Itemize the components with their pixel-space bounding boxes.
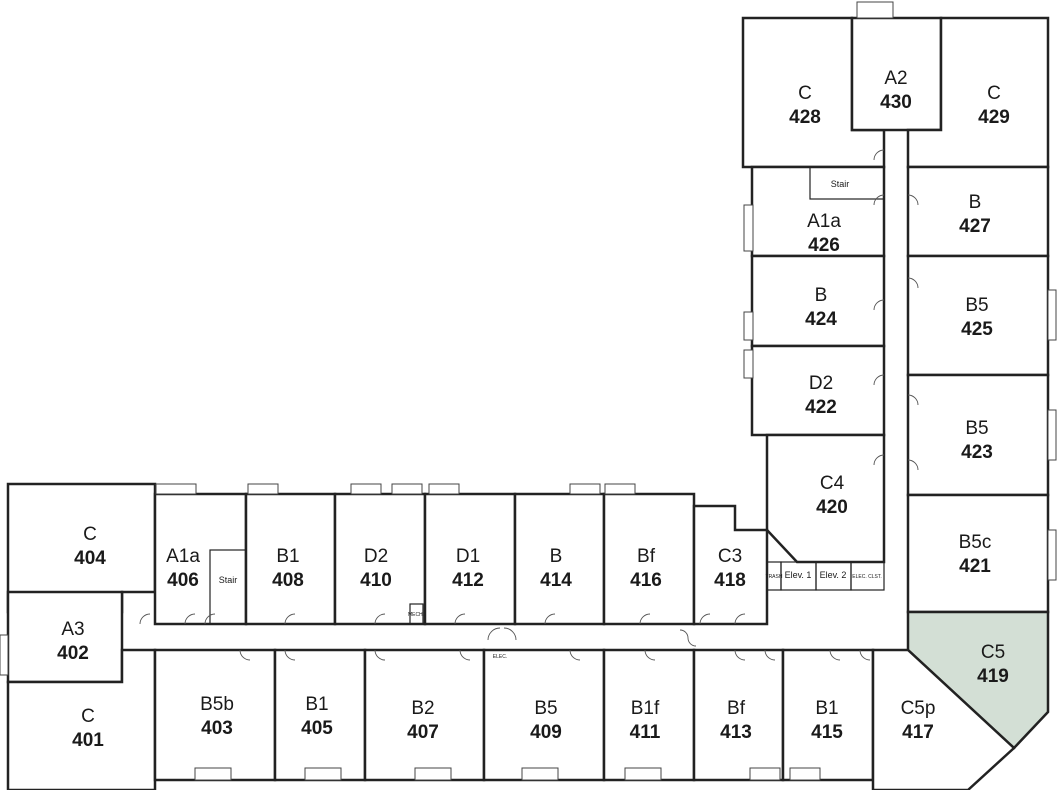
doors bbox=[139, 149, 919, 661]
unit-type-417: C5p bbox=[901, 698, 936, 719]
unit-type-429: C bbox=[987, 83, 1001, 104]
unit-type-420: C4 bbox=[820, 473, 845, 494]
unit-labels: C404A3402C401A1a406B1408D2410D1412B414Bf… bbox=[57, 68, 1010, 751]
unit-type-410: D2 bbox=[364, 546, 388, 567]
corridor-horizontal bbox=[132, 624, 910, 650]
unit-number-403: 403 bbox=[201, 718, 233, 739]
unit-number-412: 412 bbox=[452, 570, 484, 591]
unit-type-424: B bbox=[815, 285, 828, 306]
unit-type-430: A2 bbox=[884, 68, 907, 89]
unit-number-411: 411 bbox=[630, 722, 661, 743]
elev2-label: Elev. 2 bbox=[820, 570, 847, 580]
unit-number-430: 430 bbox=[880, 92, 912, 113]
unit-type-418: C3 bbox=[718, 546, 742, 567]
unit-type-403: B5b bbox=[200, 694, 234, 715]
unit-number-420: 420 bbox=[816, 497, 848, 518]
unit-number-407: 407 bbox=[407, 722, 439, 743]
unit-type-416: Bf bbox=[637, 546, 656, 567]
stair-left bbox=[209, 549, 247, 625]
unit-410[interactable] bbox=[333, 492, 427, 626]
unit-417[interactable] bbox=[871, 648, 1016, 790]
trash-label: TRASH bbox=[766, 574, 783, 580]
corridor-vertical bbox=[884, 130, 908, 650]
unit-type-411: B1f bbox=[631, 698, 660, 719]
unit-number-429: 429 bbox=[978, 107, 1010, 128]
unit-424[interactable] bbox=[750, 254, 886, 348]
unit-type-419: C5 bbox=[981, 642, 1005, 663]
elec-clst-label: ELEC. CLST. bbox=[852, 574, 881, 580]
unit-number-401: 401 bbox=[72, 730, 104, 751]
unit-type-408: B1 bbox=[276, 546, 299, 567]
unit-type-415: B1 bbox=[815, 698, 838, 719]
elev1-label: Elev. 1 bbox=[785, 570, 812, 580]
unit-405[interactable] bbox=[273, 648, 367, 782]
unit-416[interactable] bbox=[602, 492, 696, 626]
unit-421[interactable] bbox=[906, 493, 1050, 614]
unit-type-404: C bbox=[83, 524, 97, 545]
unit-number-426: 426 bbox=[808, 235, 840, 256]
unit-408[interactable] bbox=[244, 492, 337, 626]
unit-number-408: 408 bbox=[272, 570, 304, 591]
unit-number-423: 423 bbox=[961, 442, 993, 463]
stair-left-label: Stair bbox=[219, 575, 238, 585]
unit-number-428: 428 bbox=[789, 107, 821, 128]
mech-label: MECH. bbox=[408, 612, 424, 618]
unit-type-414: B bbox=[550, 546, 563, 567]
unit-414[interactable] bbox=[513, 492, 606, 626]
unit-number-414: 414 bbox=[540, 570, 572, 591]
unit-409[interactable] bbox=[482, 648, 606, 782]
unit-number-416: 416 bbox=[630, 570, 662, 591]
unit-type-422: D2 bbox=[809, 373, 833, 394]
unit-415[interactable] bbox=[781, 648, 875, 782]
unit-number-425: 425 bbox=[961, 319, 993, 340]
elec-label: ELEC. bbox=[493, 654, 507, 660]
unit-type-407: B2 bbox=[411, 698, 434, 719]
unit-413[interactable] bbox=[692, 648, 785, 782]
unit-type-409: B5 bbox=[534, 698, 557, 719]
mech-room bbox=[409, 603, 424, 625]
unit-425[interactable] bbox=[906, 254, 1050, 377]
unit-number-422: 422 bbox=[805, 397, 837, 418]
unit-type-412: D1 bbox=[456, 546, 480, 567]
unit-type: C bbox=[798, 83, 812, 104]
unit-402[interactable] bbox=[6, 590, 124, 684]
unit-number-402: 402 bbox=[57, 643, 89, 664]
unit-type-413: Bf bbox=[727, 698, 746, 719]
elec-closet bbox=[850, 561, 885, 591]
unit-number-418: 418 bbox=[714, 570, 746, 591]
unit-type-423: B5 bbox=[965, 418, 988, 439]
unit-type-405: B1 bbox=[305, 694, 328, 715]
unit-number-404: 404 bbox=[74, 548, 106, 569]
stair-top bbox=[809, 166, 885, 200]
unit-407[interactable] bbox=[363, 648, 486, 782]
unit-number-413: 413 bbox=[720, 722, 752, 743]
unit-403[interactable] bbox=[153, 648, 277, 782]
unit-number-421: 421 bbox=[959, 556, 991, 577]
unit-type-402: A3 bbox=[61, 619, 84, 640]
unit-number-427: 427 bbox=[959, 216, 991, 237]
unit-type-401: C bbox=[81, 706, 95, 727]
unit-type-425: B5 bbox=[965, 295, 988, 316]
unit-number-406: 406 bbox=[167, 570, 199, 591]
unit-type-426: A1a bbox=[807, 211, 841, 232]
stair-top-label: Stair bbox=[831, 179, 850, 189]
unit-412[interactable] bbox=[423, 492, 517, 626]
unit-number-415: 415 bbox=[811, 722, 843, 743]
unit-406[interactable] bbox=[153, 492, 248, 626]
unit-number-405: 405 bbox=[301, 718, 333, 739]
unit-type-427: B bbox=[969, 192, 982, 213]
unit-number-409: 409 bbox=[530, 722, 562, 743]
unit-number-419: 419 bbox=[977, 666, 1009, 687]
unit-type-421: B5c bbox=[959, 532, 992, 553]
unit-422[interactable] bbox=[750, 344, 886, 437]
unit-number-417: 417 bbox=[902, 722, 934, 743]
unit-418[interactable] bbox=[692, 504, 769, 626]
unit-number-410: 410 bbox=[360, 570, 392, 591]
unit-number-424: 424 bbox=[805, 309, 837, 330]
unit-type-406: A1a bbox=[166, 546, 200, 567]
unit-419[interactable] bbox=[906, 610, 1050, 750]
